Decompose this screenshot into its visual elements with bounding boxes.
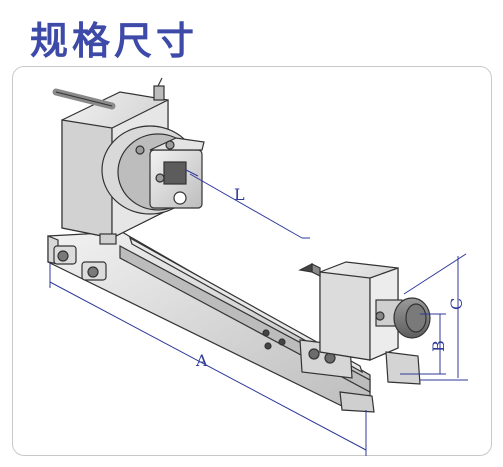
dim-label-b: B (429, 340, 448, 352)
dim-label-a: A (195, 351, 208, 370)
tailstock (298, 261, 431, 413)
page-title: 规格尺寸 (30, 19, 199, 63)
dimension-lines (49, 169, 468, 456)
dim-label-l: L (234, 185, 245, 204)
rotary-chuck (101, 125, 205, 215)
dim-label-c: C (447, 298, 466, 310)
